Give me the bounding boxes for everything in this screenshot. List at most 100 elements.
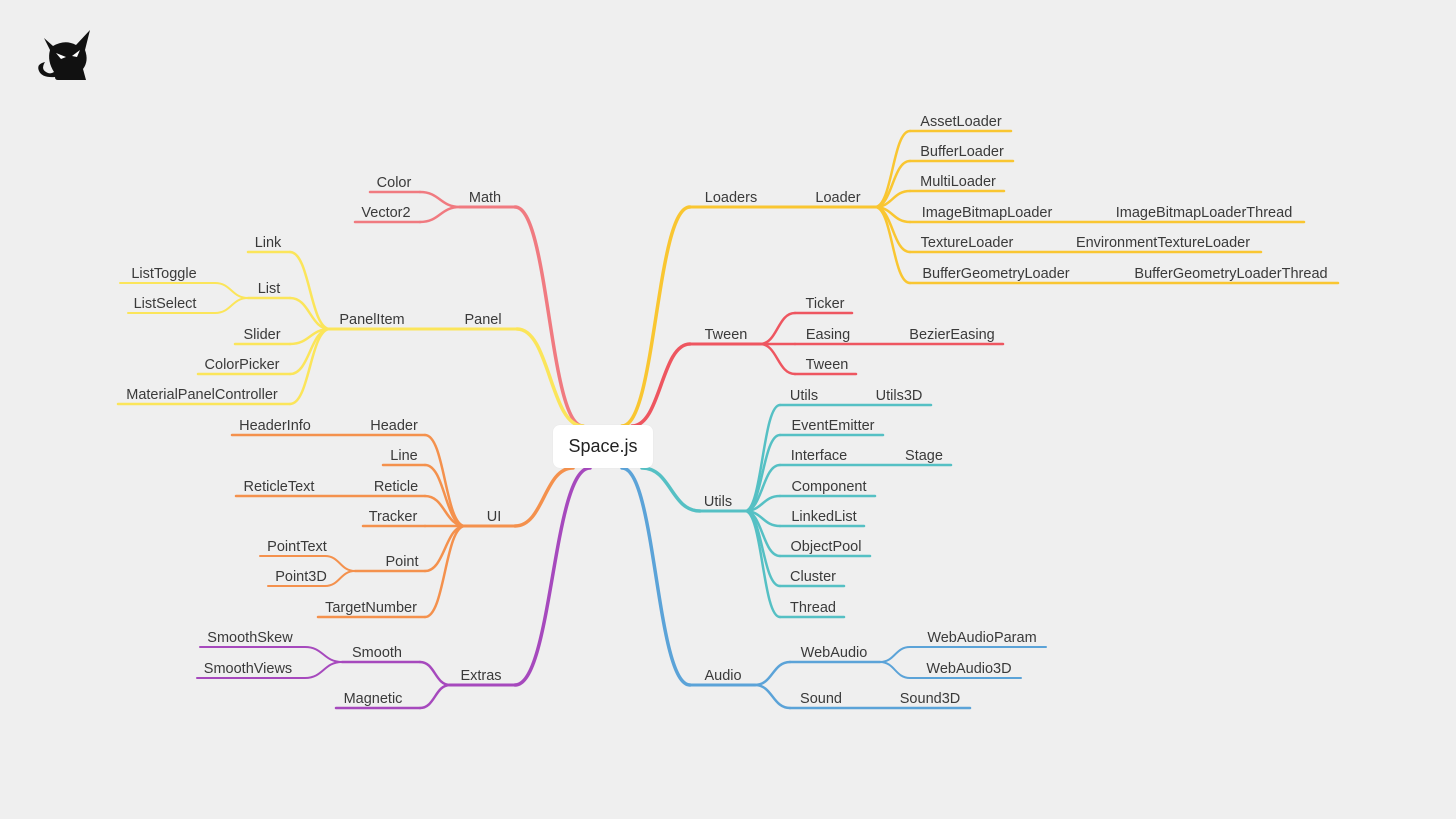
node-multiloader: MultiLoader xyxy=(920,174,996,190)
black-cat-icon xyxy=(38,30,90,80)
edge-point-point3d xyxy=(267,570,356,587)
node-stage: Stage xyxy=(905,448,943,464)
node-eventemitter: EventEmitter xyxy=(792,418,875,434)
node-cluster: Cluster xyxy=(790,569,836,585)
node-interface: Interface xyxy=(791,448,847,464)
node-line: Line xyxy=(390,448,417,464)
edge-root-extras xyxy=(513,466,592,687)
node-smoothviews: SmoothViews xyxy=(204,661,292,677)
node-bufferloader: BufferLoader xyxy=(920,144,1004,160)
edge-panelitem-branch-1 xyxy=(288,296,332,331)
node-beziereasing: BezierEasing xyxy=(909,327,994,343)
node-list: List xyxy=(258,281,281,297)
edge-webaudio-webaudio3d xyxy=(879,661,1022,679)
edge-panelitem-branch-0 xyxy=(288,250,332,331)
node-textureloader: TextureLoader xyxy=(921,235,1014,251)
edge-audio-branch-1 xyxy=(753,683,792,710)
node-listselect: ListSelect xyxy=(134,296,197,312)
node-utils3d: Utils3D xyxy=(876,388,923,404)
mindmap-labels: Math Color Vector2 Panel PanelItem Link … xyxy=(126,114,1327,707)
node-imagebitmaploader: ImageBitmapLoader xyxy=(922,205,1053,221)
node-smooth: Smooth xyxy=(352,645,402,661)
node-point: Point xyxy=(385,554,418,570)
node-materialpanelcontroller: MaterialPanelController xyxy=(126,387,278,403)
edge-panelitem-branch-4 xyxy=(288,327,332,406)
node-math: Math xyxy=(469,190,501,206)
edge-root-audio xyxy=(620,466,692,687)
edge-utils-branch-6 xyxy=(743,509,782,588)
node-panel: Panel xyxy=(464,312,501,328)
node-utils-branch: Utils xyxy=(704,494,732,510)
node-audio: Audio xyxy=(704,668,741,684)
edge-ui-branch-4 xyxy=(423,524,467,573)
node-loaders: Loaders xyxy=(705,190,757,206)
node-linkedlist: LinkedList xyxy=(791,509,856,525)
node-loader: Loader xyxy=(815,190,860,206)
edge-ui-branch-5 xyxy=(423,524,467,619)
node-vector2: Vector2 xyxy=(361,205,410,221)
node-ui: UI xyxy=(487,509,502,525)
edge-audio-branch-0 xyxy=(753,660,792,687)
node-panelitem: PanelItem xyxy=(339,312,404,328)
node-color: Color xyxy=(377,175,412,191)
node-utils-leaf: Utils xyxy=(790,388,818,404)
root-node-label: Space.js xyxy=(568,436,638,456)
node-magnetic: Magnetic xyxy=(344,691,403,707)
node-slider: Slider xyxy=(243,327,280,343)
node-header: Header xyxy=(370,418,418,434)
node-listtoggle: ListToggle xyxy=(131,266,196,282)
node-pointtext: PointText xyxy=(267,539,327,555)
node-buffergeometryloaderthread: BufferGeometryLoaderThread xyxy=(1134,266,1327,282)
mindmap-edges xyxy=(116,129,1340,710)
edge-loader-branch-5 xyxy=(873,205,912,285)
node-ticker: Ticker xyxy=(806,296,845,312)
node-buffergeometryloader: BufferGeometryLoader xyxy=(922,266,1069,282)
node-tracker: Tracker xyxy=(369,509,418,525)
cat-logo xyxy=(36,28,94,84)
node-point3d: Point3D xyxy=(275,569,327,585)
edge-smooth-smoothviews xyxy=(196,661,343,679)
edge-tween-branch-2 xyxy=(758,342,797,376)
node-tween-branch: Tween xyxy=(705,327,748,343)
node-component: Component xyxy=(792,479,867,495)
edge-root-tween xyxy=(630,342,692,428)
edge-math-branch-1 xyxy=(418,205,462,224)
edge-math-branch-0 xyxy=(418,190,462,209)
node-environmenttextureloader: EnvironmentTextureLoader xyxy=(1076,235,1250,251)
node-webaudio3d: WebAudio3D xyxy=(926,661,1011,677)
node-smoothskew: SmoothSkew xyxy=(207,630,293,646)
edge-smooth-smoothskew xyxy=(199,646,343,663)
node-webaudio: WebAudio xyxy=(801,645,868,661)
edge-tween-branch-0 xyxy=(758,311,797,346)
edge-root-loaders xyxy=(620,205,692,428)
node-targetnumber: TargetNumber xyxy=(325,600,417,616)
node-imagebitmaploaderthread: ImageBitmapLoaderThread xyxy=(1116,205,1293,221)
edge-root-math xyxy=(513,205,585,428)
node-easing: Easing xyxy=(806,327,850,343)
node-link: Link xyxy=(255,235,282,251)
node-sound: Sound xyxy=(800,691,842,707)
node-assetloader: AssetLoader xyxy=(920,114,1002,130)
edge-webaudio-webaudioparam xyxy=(879,646,1047,663)
node-sound3d: Sound3D xyxy=(900,691,960,707)
edge-list-listselect xyxy=(127,297,249,314)
edge-root-panel xyxy=(515,327,585,428)
node-webaudioparam: WebAudioParam xyxy=(927,630,1036,646)
node-objectpool: ObjectPool xyxy=(791,539,862,555)
edge-extras-branch-0 xyxy=(418,660,452,687)
edge-root-ui xyxy=(513,466,575,528)
edge-utils-branch-1 xyxy=(743,433,782,513)
edge-utils-branch-0 xyxy=(743,403,782,513)
edge-loader-branch-0 xyxy=(873,129,912,209)
node-reticletext: ReticleText xyxy=(244,479,315,495)
node-reticle: Reticle xyxy=(374,479,418,495)
root-node: Space.js xyxy=(553,425,653,468)
edge-root-utils xyxy=(640,466,702,513)
node-extras: Extras xyxy=(460,668,501,684)
edge-ui-branch-1 xyxy=(423,463,467,528)
node-colorpicker: ColorPicker xyxy=(205,357,280,373)
edge-extras-branch-1 xyxy=(418,683,452,710)
node-headerinfo: HeaderInfo xyxy=(239,418,311,434)
